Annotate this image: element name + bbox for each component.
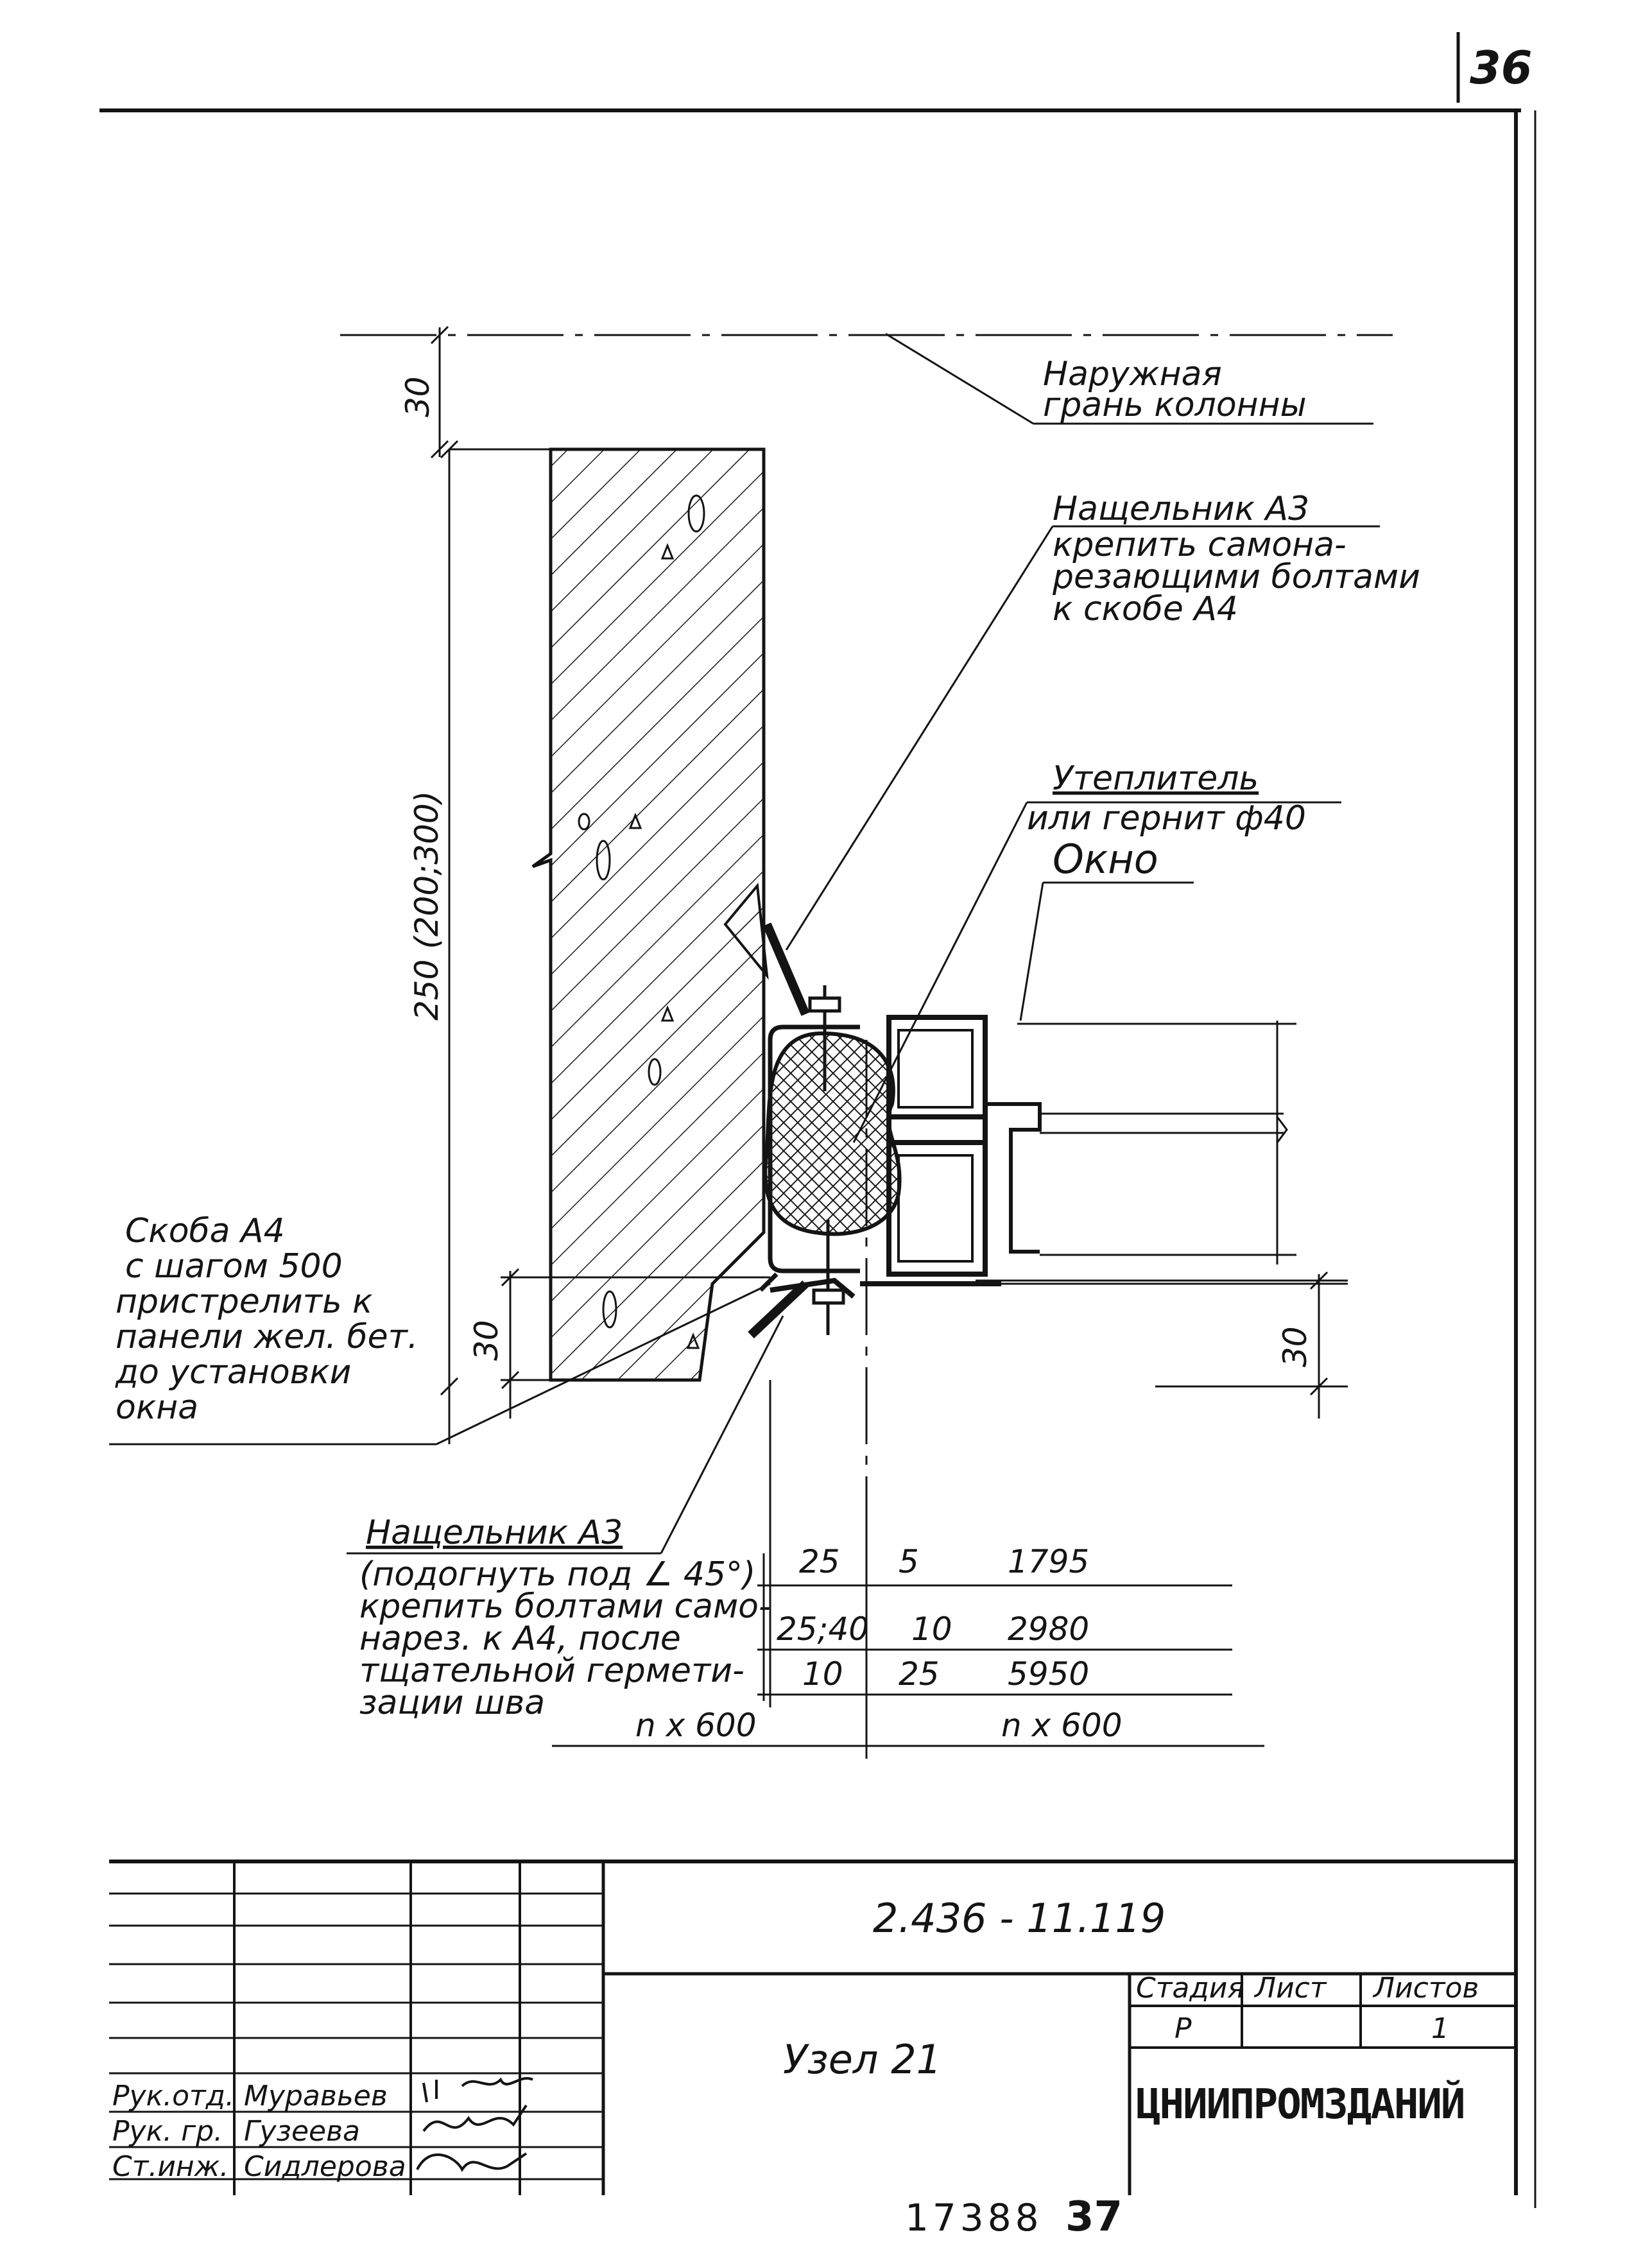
svg-text:нарез. к А4, после: нарез. к А4, после [359, 1619, 681, 1658]
svg-text:1: 1 [1431, 2012, 1449, 2045]
svg-text:25: 25 [899, 1655, 940, 1693]
svg-text:Рук.отд.: Рук.отд. [112, 2080, 234, 2112]
svg-text:к скобе А4: к скобе А4 [1053, 590, 1238, 628]
dim-top-30-label: 30 [399, 376, 436, 417]
flashing-top [723, 883, 810, 1016]
svg-text:пристрелить к: пристрелить к [116, 1282, 373, 1321]
svg-text:Стадия: Стадия [1136, 1972, 1244, 2005]
svg-text:Р: Р [1174, 2012, 1192, 2045]
stage-table: Стадия Лист Листов Р 1 [1136, 1972, 1479, 2045]
dim-bottom-right-label: 30 [1277, 1326, 1314, 1367]
svg-text:Ст.инж.: Ст.инж. [112, 2150, 228, 2183]
leader-bracket [109, 1282, 771, 1446]
svg-text:Сидлерова: Сидлерова [244, 2150, 406, 2183]
svg-text:Нащельник А3: Нащельник А3 [366, 1514, 623, 1552]
dim-panel-height-label: 250 (200;300) [408, 791, 445, 1021]
svg-text:крепить болтами само-: крепить болтами само- [359, 1587, 771, 1626]
svg-text:5950: 5950 [1008, 1655, 1089, 1693]
svg-text:с шагом 500: с шагом 500 [125, 1247, 343, 1286]
title-block-lines [109, 1849, 1518, 2195]
svg-text:Утеплитель: Утеплитель [1053, 759, 1259, 798]
svg-text:10: 10 [911, 1610, 952, 1648]
svg-text:Листов: Листов [1372, 1972, 1479, 2005]
label-outer-face: Наружная грань колонны [1043, 355, 1307, 424]
svg-text:окна: окна [116, 1388, 198, 1427]
svg-text:резающими болтами: резающими болтами [1052, 558, 1420, 596]
svg-text:до установки: до установки [115, 1353, 351, 1392]
node-title: Узел 21 [783, 2036, 942, 2083]
doc-code: 2.436 - 11.119 [873, 1895, 1166, 1942]
footer-number: 17388 [905, 2196, 1043, 2240]
svg-text:Гузеева: Гузеева [244, 2115, 360, 2148]
label-window: Окно [1053, 836, 1158, 883]
svg-text:1795: 1795 [1008, 1543, 1089, 1580]
svg-text:Скоба А4: Скоба А4 [125, 1212, 285, 1250]
dim-table-lines [552, 1553, 1264, 1759]
bolt-bottom [812, 1220, 845, 1335]
page-number: 36 [1470, 42, 1532, 94]
dim-top-30 [430, 325, 449, 459]
svg-text:Нащельник А3: Нащельник А3 [1053, 490, 1309, 528]
svg-text:25: 25 [799, 1543, 840, 1580]
dim-bottom-left-label: 30 [468, 1320, 505, 1361]
label-flashing-bottom: Нащельник А3 (подогнуть под ∠ 45°) крепи… [359, 1514, 771, 1722]
concrete-panel [531, 447, 766, 1382]
svg-text:крепить самона-: крепить самона- [1053, 526, 1347, 564]
signatures [416, 2077, 533, 2172]
svg-text:2980: 2980 [1008, 1610, 1089, 1648]
organization: ЦНИИПРОМЗДАНИЙ [1136, 2080, 1464, 2128]
insulation-seal [763, 1031, 902, 1236]
dim-panel-height [440, 440, 459, 1444]
sheet-frame [99, 32, 1536, 2208]
window-frame [860, 1015, 1348, 1286]
label-flashing-top: Нащельник А3 крепить самона- резающими б… [1052, 490, 1420, 628]
dim-bottom-left-30 [501, 1268, 770, 1419]
svg-text:5: 5 [899, 1543, 919, 1580]
dim-table: 25 5 1795 25;40 10 2980 10 25 5950 n x 6… [635, 1543, 1123, 1744]
leader-window [1019, 881, 1194, 1021]
svg-text:Рук. гр.: Рук. гр. [112, 2115, 223, 2148]
leader-flashing-bottom [347, 1315, 784, 1555]
svg-text:грань колонны: грань колонны [1043, 386, 1307, 424]
svg-text:тщательной гермети-: тщательной гермети- [359, 1652, 744, 1690]
svg-text:Наружная: Наружная [1043, 355, 1222, 393]
leader-insulation [852, 801, 1341, 1143]
dim-bottom-right-30 [976, 1271, 1348, 1419]
svg-text:или гернит ф40: или гернит ф40 [1027, 799, 1306, 838]
leader-flashing-top [785, 525, 1380, 951]
svg-text:Лист: Лист [1253, 1972, 1327, 2005]
svg-text:n x 600: n x 600 [1001, 1707, 1123, 1744]
staff-table: Рук.отд. Муравьев Рук. гр. Гузеева Ст.ин… [112, 2080, 406, 2183]
svg-text:n x 600: n x 600 [635, 1707, 757, 1744]
svg-text:25;40: 25;40 [777, 1610, 869, 1648]
svg-text:Муравьев: Муравьев [244, 2080, 388, 2112]
flashing-bottom [748, 1277, 856, 1339]
label-insulation: Утеплитель или гернит ф40 [1027, 759, 1306, 838]
label-bracket: Скоба А4 с шагом 500 пристрелить к панел… [115, 1212, 418, 1427]
svg-text:(подогнуть под ∠ 45°): (подогнуть под ∠ 45°) [359, 1555, 755, 1594]
svg-text:10: 10 [802, 1655, 843, 1693]
svg-text:панели жел. бет.: панели жел. бет. [116, 1318, 418, 1356]
footer-page: 37 [1065, 2193, 1123, 2241]
svg-text:зации шва: зации шва [359, 1684, 545, 1722]
